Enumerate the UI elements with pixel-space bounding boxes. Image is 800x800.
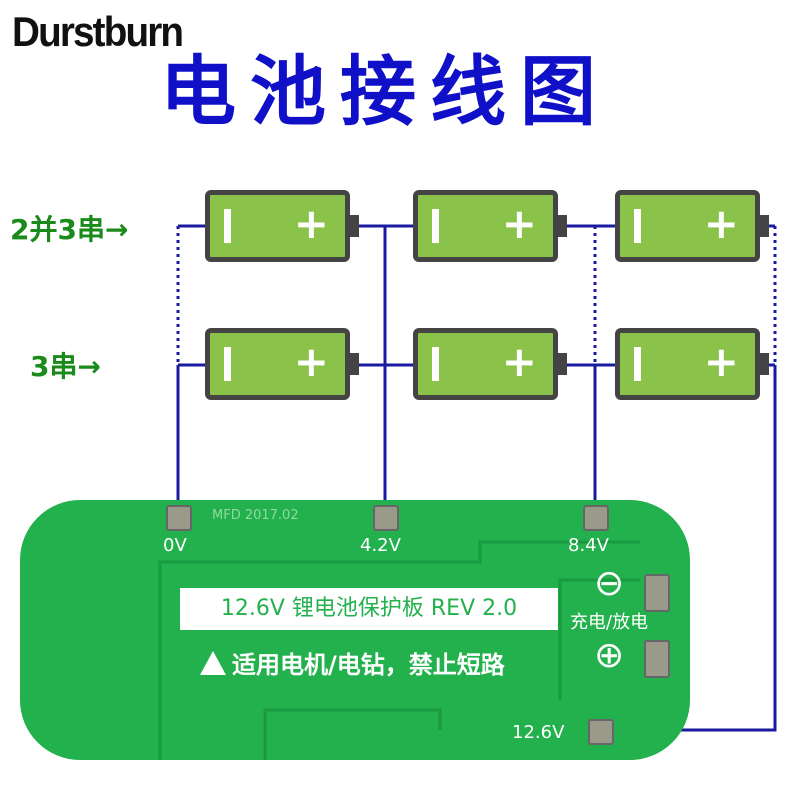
pad-label-8v4: 8.4V — [568, 535, 609, 556]
pad-plus — [644, 640, 670, 678]
battery-icon: + — [413, 328, 567, 400]
charge-discharge-label: 充电/放电 — [570, 612, 649, 633]
battery-icon: + — [205, 328, 359, 400]
pad-4v2 — [373, 505, 399, 531]
page-title: 电池接线图 — [160, 47, 610, 136]
warning-text: 适用电机/电钻，禁止短路 — [200, 645, 505, 680]
label-2p3s: 2并3串→ — [10, 213, 129, 246]
pad-label-0v: 0V — [163, 535, 187, 556]
warning-icon — [200, 651, 226, 675]
battery-icon: + — [615, 328, 769, 400]
minus-icon: ⊖ — [594, 563, 625, 604]
pad-0v — [166, 505, 192, 531]
pcb-traces — [158, 540, 640, 760]
pad-label-12v6: 12.6V — [512, 722, 565, 743]
label-3s: 3串→ — [30, 350, 101, 383]
silk-date: MFD 2017.02 — [212, 508, 299, 523]
pad-12v6 — [588, 719, 614, 745]
battery-icon: + — [205, 190, 359, 262]
plus-icon: ⊕ — [594, 635, 625, 676]
pad-minus — [644, 574, 670, 612]
board-name: 12.6V 锂电池保护板 REV 2.0 — [180, 588, 558, 630]
pad-8v4 — [583, 505, 609, 531]
pad-label-4v2: 4.2V — [360, 535, 401, 556]
battery-icon: + — [413, 190, 567, 262]
brand-logo: Durstburn — [12, 8, 184, 55]
battery-icon: + — [615, 190, 769, 262]
